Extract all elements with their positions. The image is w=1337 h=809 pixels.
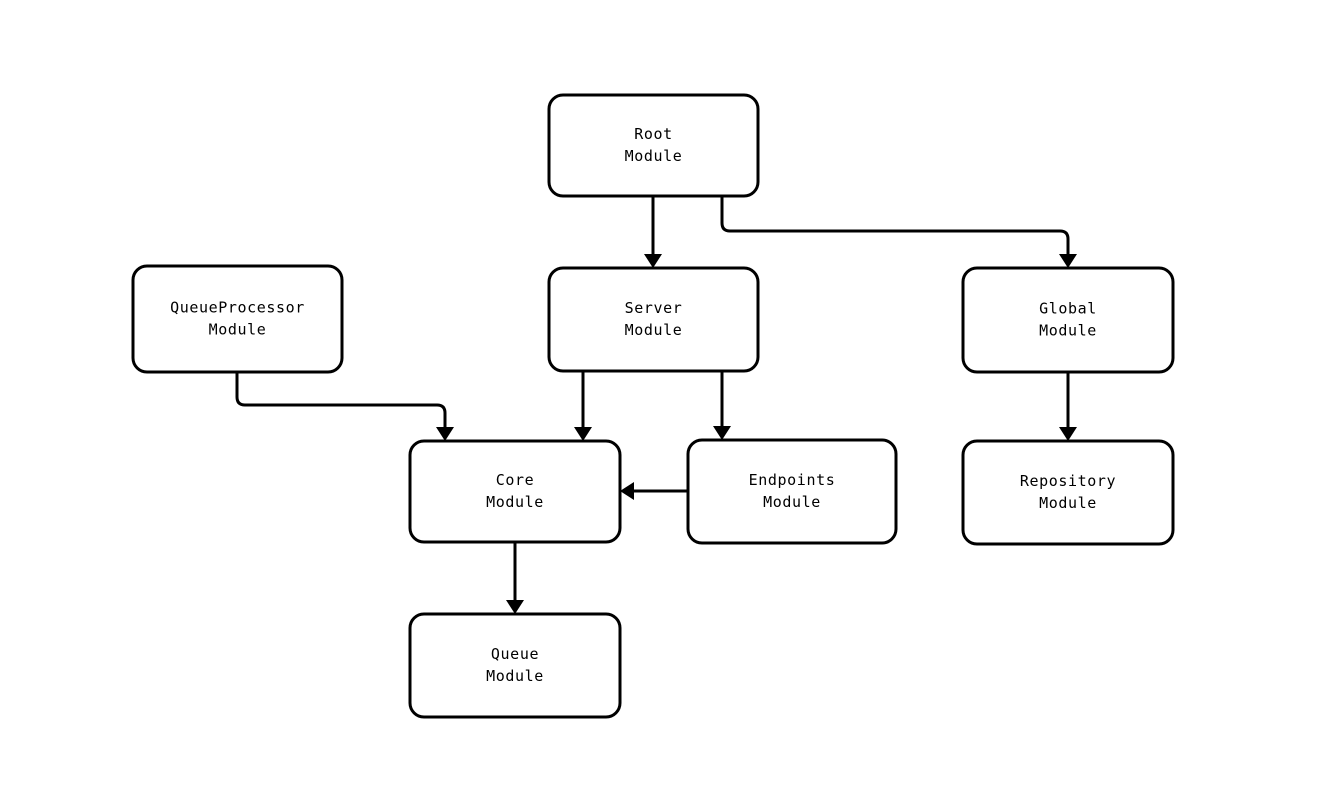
node-box[interactable] [961, 266, 1175, 374]
node-box[interactable] [547, 266, 760, 373]
node-label-line1: Global [1039, 300, 1097, 318]
edge-endpoints-core [620, 482, 688, 500]
nodes-layer: RootModuleQueueProcessorModuleServerModu… [131, 93, 1175, 719]
edges-layer [235, 196, 1077, 614]
node-box[interactable] [961, 439, 1175, 546]
edge-arrowhead [644, 254, 662, 268]
node-label-line2: Module [625, 321, 683, 339]
node-label-line1: QueueProcessor [170, 299, 305, 317]
node-box[interactable] [131, 264, 344, 374]
node-box[interactable] [408, 439, 622, 544]
edge-arrowhead [436, 427, 454, 441]
edge-global-repository [1059, 372, 1077, 441]
node-label-line1: Queue [491, 645, 539, 663]
node-label-line2: Module [486, 493, 544, 511]
edge-line [235, 372, 447, 431]
node-label-line1: Repository [1020, 472, 1116, 490]
node-box[interactable] [686, 438, 898, 545]
node-label-line1: Endpoints [749, 471, 836, 489]
edge-server-core [574, 371, 592, 441]
node-label-line2: Module [209, 321, 267, 339]
node-label-line1: Root [634, 125, 673, 143]
node-box[interactable] [547, 93, 760, 198]
edge-arrowhead [620, 482, 634, 500]
edge-arrowhead [506, 600, 524, 614]
node-label-line1: Core [496, 471, 535, 489]
edge-root-server [644, 196, 662, 268]
edge-arrowhead [713, 426, 731, 440]
node-label-line2: Module [1039, 322, 1097, 340]
node-label-line1: Server [625, 299, 683, 317]
edge-arrowhead [1059, 254, 1077, 268]
edge-line [720, 196, 1070, 258]
edge-arrowhead [574, 427, 592, 441]
node-box[interactable] [408, 612, 622, 719]
edge-server-endpoints [713, 371, 731, 440]
edge-arrowhead [1059, 427, 1077, 441]
edge-root-global [720, 196, 1077, 268]
edge-core-queue [506, 542, 524, 614]
edge-queueprocessor-core [235, 372, 454, 441]
node-label-line2: Module [763, 493, 821, 511]
node-label-line2: Module [1039, 494, 1097, 512]
node-label-line2: Module [486, 667, 544, 685]
node-label-line2: Module [625, 147, 683, 165]
